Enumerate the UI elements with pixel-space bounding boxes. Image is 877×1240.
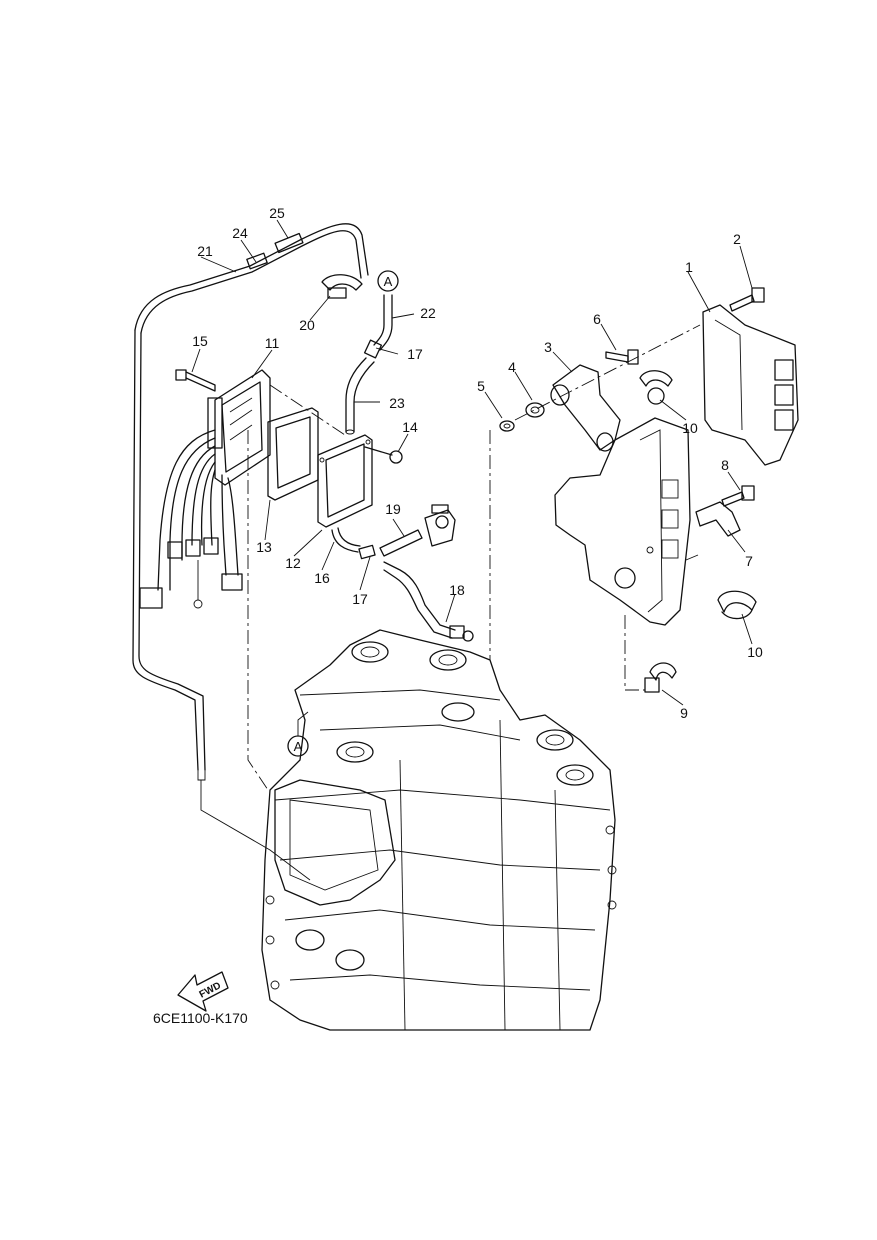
coil-connectors <box>139 537 243 609</box>
callout-5: 5 <box>477 378 485 394</box>
clamp-10-upper <box>639 370 673 405</box>
reference-mark-a: A <box>384 274 393 289</box>
hose-25 <box>274 232 304 254</box>
callout-1: 1 <box>685 259 693 275</box>
hose-23 <box>345 357 375 435</box>
joint-17-upper <box>363 339 383 359</box>
clamp-20 <box>321 274 363 299</box>
callout-16: 16 <box>314 570 330 586</box>
callout-labels: 1 2 3 4 5 6 7 8 9 10 10 11 12 13 14 15 1… <box>192 205 763 721</box>
assembly-lines <box>247 324 701 791</box>
callout-19: 19 <box>385 501 401 517</box>
callout-7: 7 <box>745 553 753 569</box>
callout-leaders <box>191 219 753 706</box>
callout-18: 18 <box>449 582 465 598</box>
gasket-13 <box>267 407 319 501</box>
callout-2: 2 <box>733 231 741 247</box>
ecu-1 <box>702 304 799 466</box>
bolt-2 <box>729 287 765 312</box>
callout-24: 24 <box>232 225 248 241</box>
coil-wires <box>157 429 239 609</box>
valve-19 <box>424 504 456 547</box>
callout-11: 11 <box>265 335 280 351</box>
callout-10-lower: 10 <box>747 644 763 660</box>
callout-22: 22 <box>420 305 436 321</box>
reference-circle-a-top: A <box>377 270 399 292</box>
bracket-7 <box>695 501 741 537</box>
collar-5 <box>499 420 515 432</box>
callout-17-upper: 17 <box>407 346 423 362</box>
callout-6: 6 <box>593 311 601 327</box>
hose-18 <box>383 561 474 642</box>
clamp-10-lower <box>717 590 757 620</box>
bolt-15 <box>175 369 216 392</box>
callout-15: 15 <box>192 333 208 349</box>
mount-plate <box>554 417 691 626</box>
callout-10-upper: 10 <box>682 420 698 436</box>
reference-mark-a-bottom: A <box>294 739 303 754</box>
engine-block <box>261 629 617 1031</box>
bolt-8 <box>721 485 755 507</box>
bracket-3 <box>550 364 621 452</box>
callout-13: 13 <box>256 539 272 555</box>
callout-14: 14 <box>402 419 418 435</box>
hose-24 <box>246 252 268 270</box>
grommet-4 <box>525 402 545 418</box>
joint-17-lower <box>358 544 376 560</box>
hose-22 <box>373 294 393 351</box>
callout-12: 12 <box>285 555 301 571</box>
harness-tube <box>132 223 369 881</box>
callout-25: 25 <box>269 205 285 221</box>
hose-16 <box>331 527 361 553</box>
callout-9: 9 <box>680 705 688 721</box>
clip-9 <box>644 662 677 693</box>
callout-4: 4 <box>508 359 516 375</box>
reference-circle-a-bottom: A <box>287 711 309 757</box>
callout-23: 23 <box>389 395 405 411</box>
callout-8: 8 <box>721 457 729 473</box>
bolt-6 <box>605 349 639 365</box>
screw-14 <box>364 446 403 464</box>
callout-3: 3 <box>544 339 552 355</box>
fwd-arrow-icon: FWD <box>177 971 229 1012</box>
callout-21: 21 <box>197 243 213 259</box>
diagram-code: 6CE1100-K170 <box>153 1010 248 1026</box>
ignition-coil-11 <box>207 369 271 486</box>
callout-17-lower: 17 <box>352 591 368 607</box>
callout-20: 20 <box>299 317 315 333</box>
cover-12 <box>317 434 373 528</box>
hose-19 <box>379 529 423 557</box>
